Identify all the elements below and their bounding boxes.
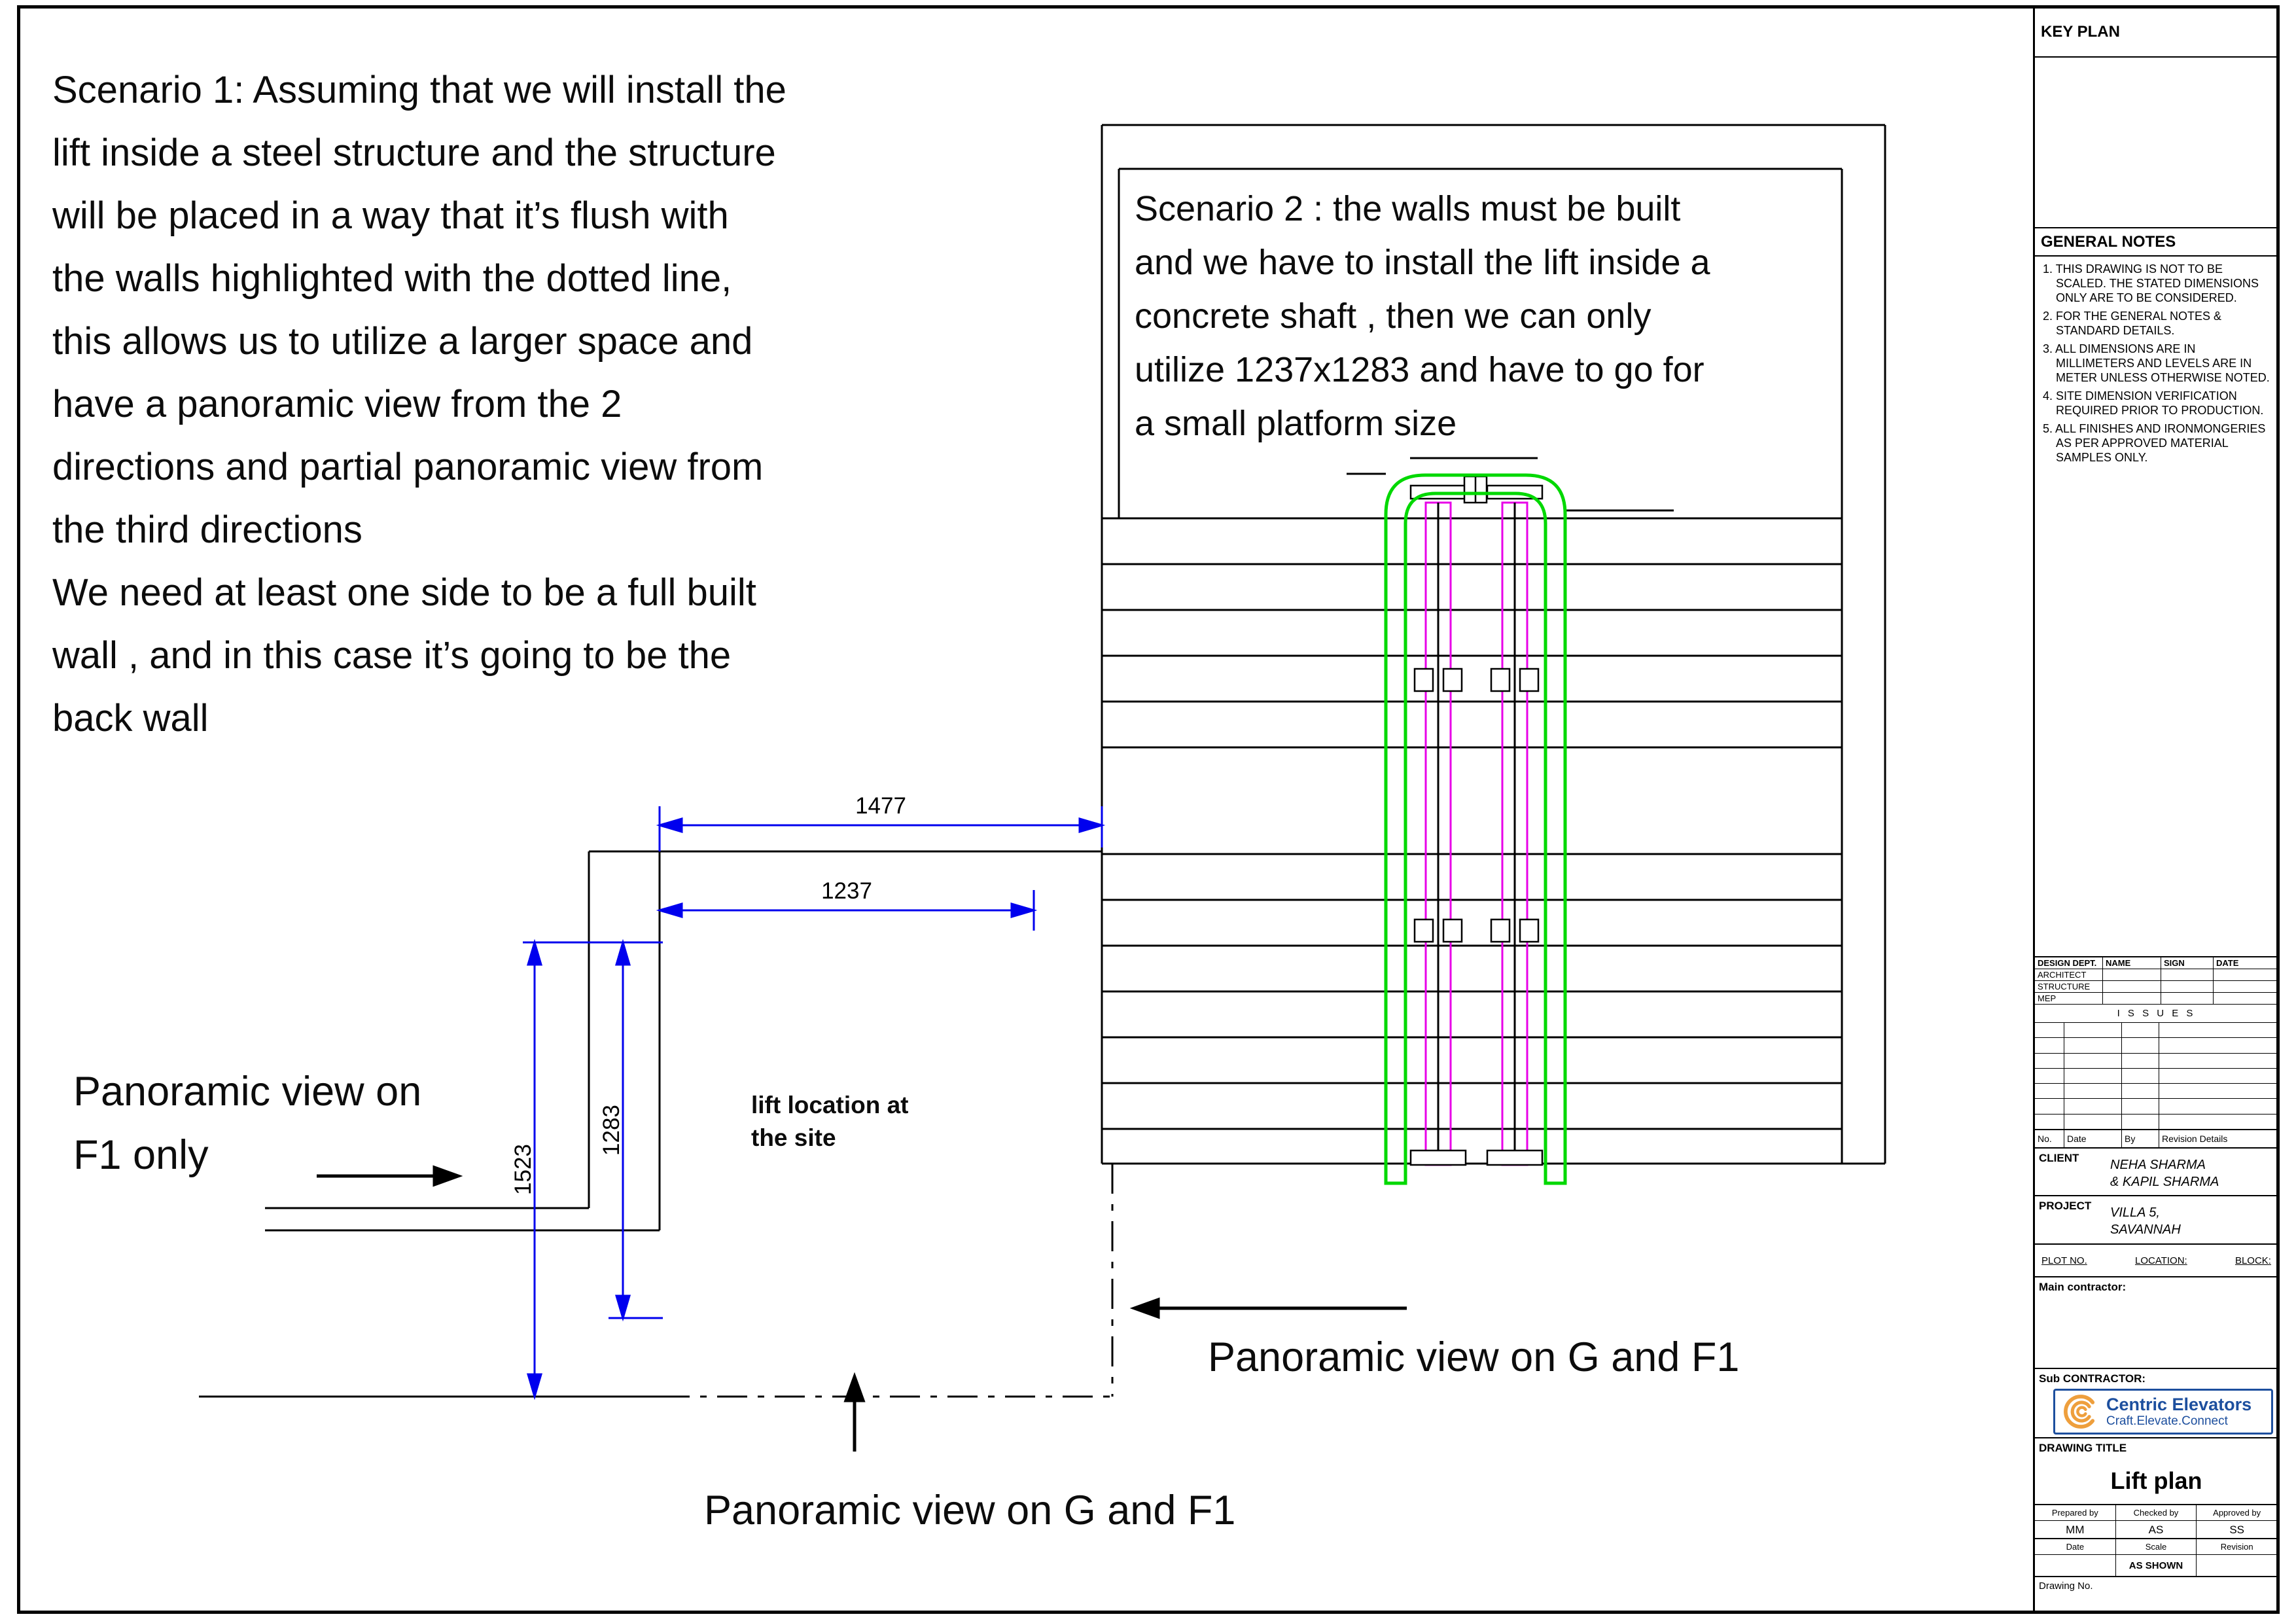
block-label: BLOCK: [2234, 1255, 2271, 1266]
drawing-no-label: Drawing No. [2039, 1580, 2093, 1592]
panoramic-right-label: Panoramic view on G and F1 [1208, 1334, 1740, 1380]
table-cell [2161, 993, 2214, 1004]
main-contractor-section: Main contractor: [2035, 1277, 2278, 1369]
general-note: 1. THIS DRAWING IS NOT TO BE SCALED. THE… [2043, 262, 2259, 304]
panoramic-f1-arrow-icon [317, 1165, 463, 1187]
stair-treads [1102, 517, 1842, 1130]
scale-value: AS SHOWN [2116, 1555, 2197, 1576]
plot-row: PLOT NO. LOCATION: BLOCK: [2035, 1245, 2278, 1277]
sub-contractor-label: Sub CONTRACTOR: [2039, 1372, 2146, 1385]
sheet-border [17, 5, 2280, 1614]
table-cell [2161, 969, 2214, 981]
client-section: CLIENT NEHA SHARMA & KAPIL SHARMA [2035, 1149, 2278, 1196]
scale-label: Scale [2115, 1539, 2197, 1555]
table-header-cell: DESIGN DEPT. [2035, 957, 2103, 969]
table-cell [2161, 981, 2214, 993]
project-label: PROJECT [2039, 1200, 2092, 1212]
dimension-arrowheads [526, 817, 1106, 1400]
revision-header-cell: Date [2064, 1130, 2122, 1147]
general-note: 4. SITE DIMENSION VERIFICATION REQUIRED … [2043, 389, 2264, 417]
drawing-no-section: Drawing No. [2035, 1577, 2278, 1611]
panoramic-f1-label: Panoramic view on F1 only [73, 1069, 422, 1178]
scenario-2-text: Scenario 2 : the walls must be built and… [1135, 189, 1710, 443]
logo-name: Centric Elevators [2106, 1394, 2252, 1414]
checked-by-label: Checked by [2115, 1505, 2197, 1521]
rail-brackets [1409, 475, 1544, 1166]
table-header-cell: NAME [2103, 957, 2161, 969]
general-note: 2. FOR THE GENERAL NOTES & STANDARD DETA… [2043, 310, 2222, 337]
prepared-by-value: MM [2035, 1521, 2116, 1538]
date-value [2035, 1555, 2116, 1576]
client-value: NEHA SHARMA & KAPIL SHARMA [2110, 1158, 2219, 1189]
general-note: 5. ALL FINISHES AND IRONMONGERIES AS PER… [2043, 422, 2266, 464]
centric-logo-icon [2064, 1395, 2095, 1429]
guide-rails [1437, 503, 1516, 1165]
table-row-label: MEP [2035, 993, 2103, 1004]
scenario-1-text: Scenario 1: Assuming that we will instal… [52, 69, 786, 740]
general-notes-list: 1. THIS DRAWING IS NOT TO BE SCALED. THE… [2035, 257, 2278, 957]
date-label: Date [2035, 1539, 2116, 1555]
panoramic-bottom-arrow-icon [843, 1372, 866, 1452]
general-notes-header: GENERAL NOTES [2035, 228, 2278, 257]
revision-header-row: No. Date By Revision Details [2035, 1130, 2278, 1149]
checked-by-value: AS [2116, 1521, 2197, 1538]
project-value: VILLA 5, SAVANNAH [2110, 1205, 2181, 1237]
dimension-annotations [523, 806, 1106, 1400]
table-cell [2103, 981, 2161, 993]
table-cell [2103, 969, 2161, 981]
key-plan-title: KEY PLAN [2041, 23, 2120, 41]
project-section: PROJECT VILLA 5, SAVANNAH [2035, 1196, 2278, 1245]
key-plan-header: KEY PLAN [2035, 8, 2278, 58]
panoramic-bottom-label: Panoramic view on G and F1 [704, 1488, 1236, 1533]
dimension-inner-width: 1237 [821, 878, 872, 904]
main-contractor-label: Main contractor: [2039, 1281, 2127, 1293]
title-block: KEY PLAN GENERAL NOTES 1. THIS DRAWING I… [2033, 8, 2278, 1611]
drawing-title-label: DRAWING TITLE [2039, 1442, 2127, 1454]
site-walls [199, 457, 1674, 1398]
general-notes-title: GENERAL NOTES [2041, 232, 2176, 251]
table-row-label: ARCHITECT [2035, 969, 2103, 981]
revision-grid [2035, 1023, 2278, 1130]
lift-shaft-outline [1384, 473, 1567, 1185]
drawing-title-value: Lift plan [2110, 1467, 2202, 1494]
lift-location-label: lift location at the site [751, 1092, 909, 1151]
panoramic-right-arrow-icon [1129, 1297, 1407, 1319]
table-row-label: STRUCTURE [2035, 981, 2103, 993]
general-note: 3. ALL DIMENSIONS ARE IN MILLIMETERS AND… [2043, 342, 2270, 384]
sub-contractor-section: Sub CONTRACTOR: Centric Elevators Craft.… [2035, 1369, 2278, 1438]
drawing-title-section: DRAWING TITLE Lift plan [2035, 1438, 2278, 1505]
revision-header-cell: By [2122, 1130, 2159, 1147]
table-cell [2103, 993, 2161, 1004]
location-label: LOCATION: [2134, 1255, 2187, 1266]
prepared-by-label: Prepared by [2035, 1505, 2116, 1521]
plot-no-label: PLOT NO. [2041, 1255, 2087, 1266]
view-arrows [317, 1165, 1407, 1452]
centric-logo: Centric Elevators Craft.Elevate.Connect [2053, 1389, 2273, 1435]
signature-row: Prepared by Checked by Approved by MM AS… [2035, 1505, 2278, 1539]
revision-header-cell: No. [2035, 1130, 2064, 1147]
logo-tagline: Craft.Elevate.Connect [2106, 1414, 2228, 1428]
dimension-outer-width: 1477 [855, 793, 906, 819]
scale-row: Date Scale Revision AS SHOWN [2035, 1539, 2278, 1577]
key-plan-box [2035, 58, 2278, 228]
issues-title: I S S U E S [2035, 1005, 2278, 1023]
client-label: CLIENT [2039, 1152, 2079, 1164]
table-header-cell: SIGN [2161, 957, 2214, 969]
dashed-structure-walls [660, 1164, 1114, 1398]
